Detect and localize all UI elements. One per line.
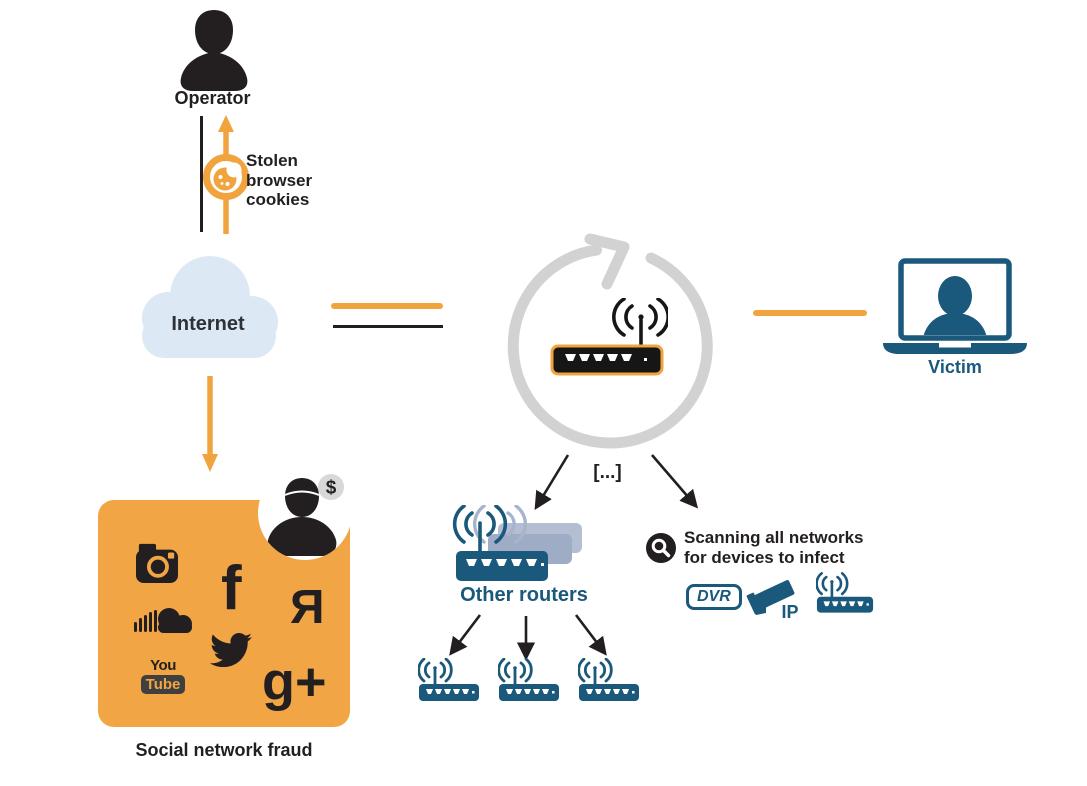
google-plus-icon: g+ bbox=[262, 652, 327, 712]
stolen-cookies-label: Stolen browser cookies bbox=[246, 151, 313, 210]
loop-scanning-arrow bbox=[651, 454, 699, 509]
coin-dollar-glyph: $ bbox=[326, 478, 337, 499]
internet-cloud-icon bbox=[142, 256, 278, 358]
loop-victim-link-orange bbox=[753, 310, 867, 316]
internet-loop-link-orange bbox=[331, 303, 443, 309]
victim-laptop-icon bbox=[883, 258, 1027, 354]
yandex-icon: Я bbox=[290, 581, 325, 634]
scan-router-icon bbox=[816, 572, 874, 613]
victim-label: Victim bbox=[928, 357, 982, 377]
small-router-icon bbox=[418, 658, 479, 701]
scan-circle bbox=[646, 533, 676, 563]
internet-loop-link-black bbox=[333, 325, 443, 328]
twitter-icon bbox=[210, 632, 252, 668]
internet-label: Internet bbox=[171, 313, 245, 335]
operator-person-icon bbox=[180, 10, 248, 91]
operator-label: Operator bbox=[174, 88, 251, 108]
scanning-label: Scanning all networks for devices to inf… bbox=[684, 528, 864, 568]
other-routers-stack-icon bbox=[452, 505, 582, 581]
loop-other-routers-arrow bbox=[534, 454, 570, 510]
magnifier-icon bbox=[651, 538, 671, 558]
ip-camera-icon: IP bbox=[746, 580, 800, 622]
other-routers-arrow-left bbox=[449, 614, 482, 656]
youtube-tube-text: Tube bbox=[140, 675, 186, 694]
soundcloud-icon bbox=[134, 608, 192, 633]
cookie-icon bbox=[203, 154, 249, 200]
operator-internet-link-line bbox=[200, 116, 203, 232]
youtube-icon: You Tube bbox=[140, 657, 186, 694]
ip-camera-text: IP bbox=[781, 602, 798, 622]
internet-social-arrow bbox=[202, 376, 218, 472]
dvr-icon: DVR bbox=[686, 584, 742, 610]
small-router-icon bbox=[578, 658, 639, 701]
infected-router-icon bbox=[550, 298, 668, 376]
instagram-icon bbox=[136, 543, 178, 583]
facebook-icon: f bbox=[221, 554, 242, 623]
infection-loop-icon bbox=[507, 233, 713, 449]
social-fraud-label: Social network fraud bbox=[135, 740, 313, 760]
small-router-icon bbox=[498, 658, 559, 701]
other-routers-arrow-middle bbox=[516, 616, 536, 661]
other-routers-label: Other routers bbox=[460, 584, 588, 606]
loop-ellipsis-label: [...] bbox=[593, 462, 622, 483]
other-routers-arrow-right bbox=[574, 614, 607, 656]
fraudster-person-icon: $ bbox=[267, 474, 344, 556]
coin-icon bbox=[318, 474, 344, 500]
youtube-you-text: You bbox=[150, 657, 176, 674]
